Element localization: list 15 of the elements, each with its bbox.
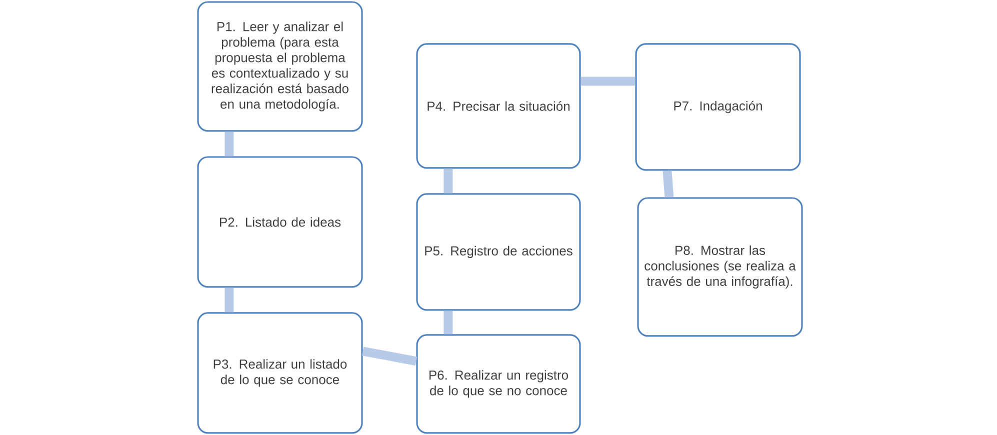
process-box: P4. Precisar la situación bbox=[416, 43, 581, 169]
connector bbox=[580, 76, 636, 86]
process-box: P8. Mostrar las conclusiones (se realiza a través de una infografía). bbox=[637, 197, 803, 337]
process-box: P5. Registro de acciones bbox=[416, 193, 581, 311]
connector bbox=[444, 310, 453, 334]
connector bbox=[224, 132, 234, 156]
connector bbox=[662, 170, 674, 198]
process-box: P6. Realizar un registro de lo que se no conoce bbox=[416, 334, 581, 434]
process-box: P3. Realizar un listado de lo que se conoce bbox=[197, 312, 363, 434]
process-box: P7. Indagación bbox=[635, 43, 801, 171]
connector bbox=[224, 288, 234, 312]
connector bbox=[444, 168, 453, 194]
process-box: P1. Leer y analizar el problema (para esta propuesta el problema es contextualizado y su realización está basado en una metodología. bbox=[197, 1, 363, 132]
connector bbox=[362, 346, 418, 366]
process-box: P2. Listado de ideas bbox=[197, 156, 363, 288]
